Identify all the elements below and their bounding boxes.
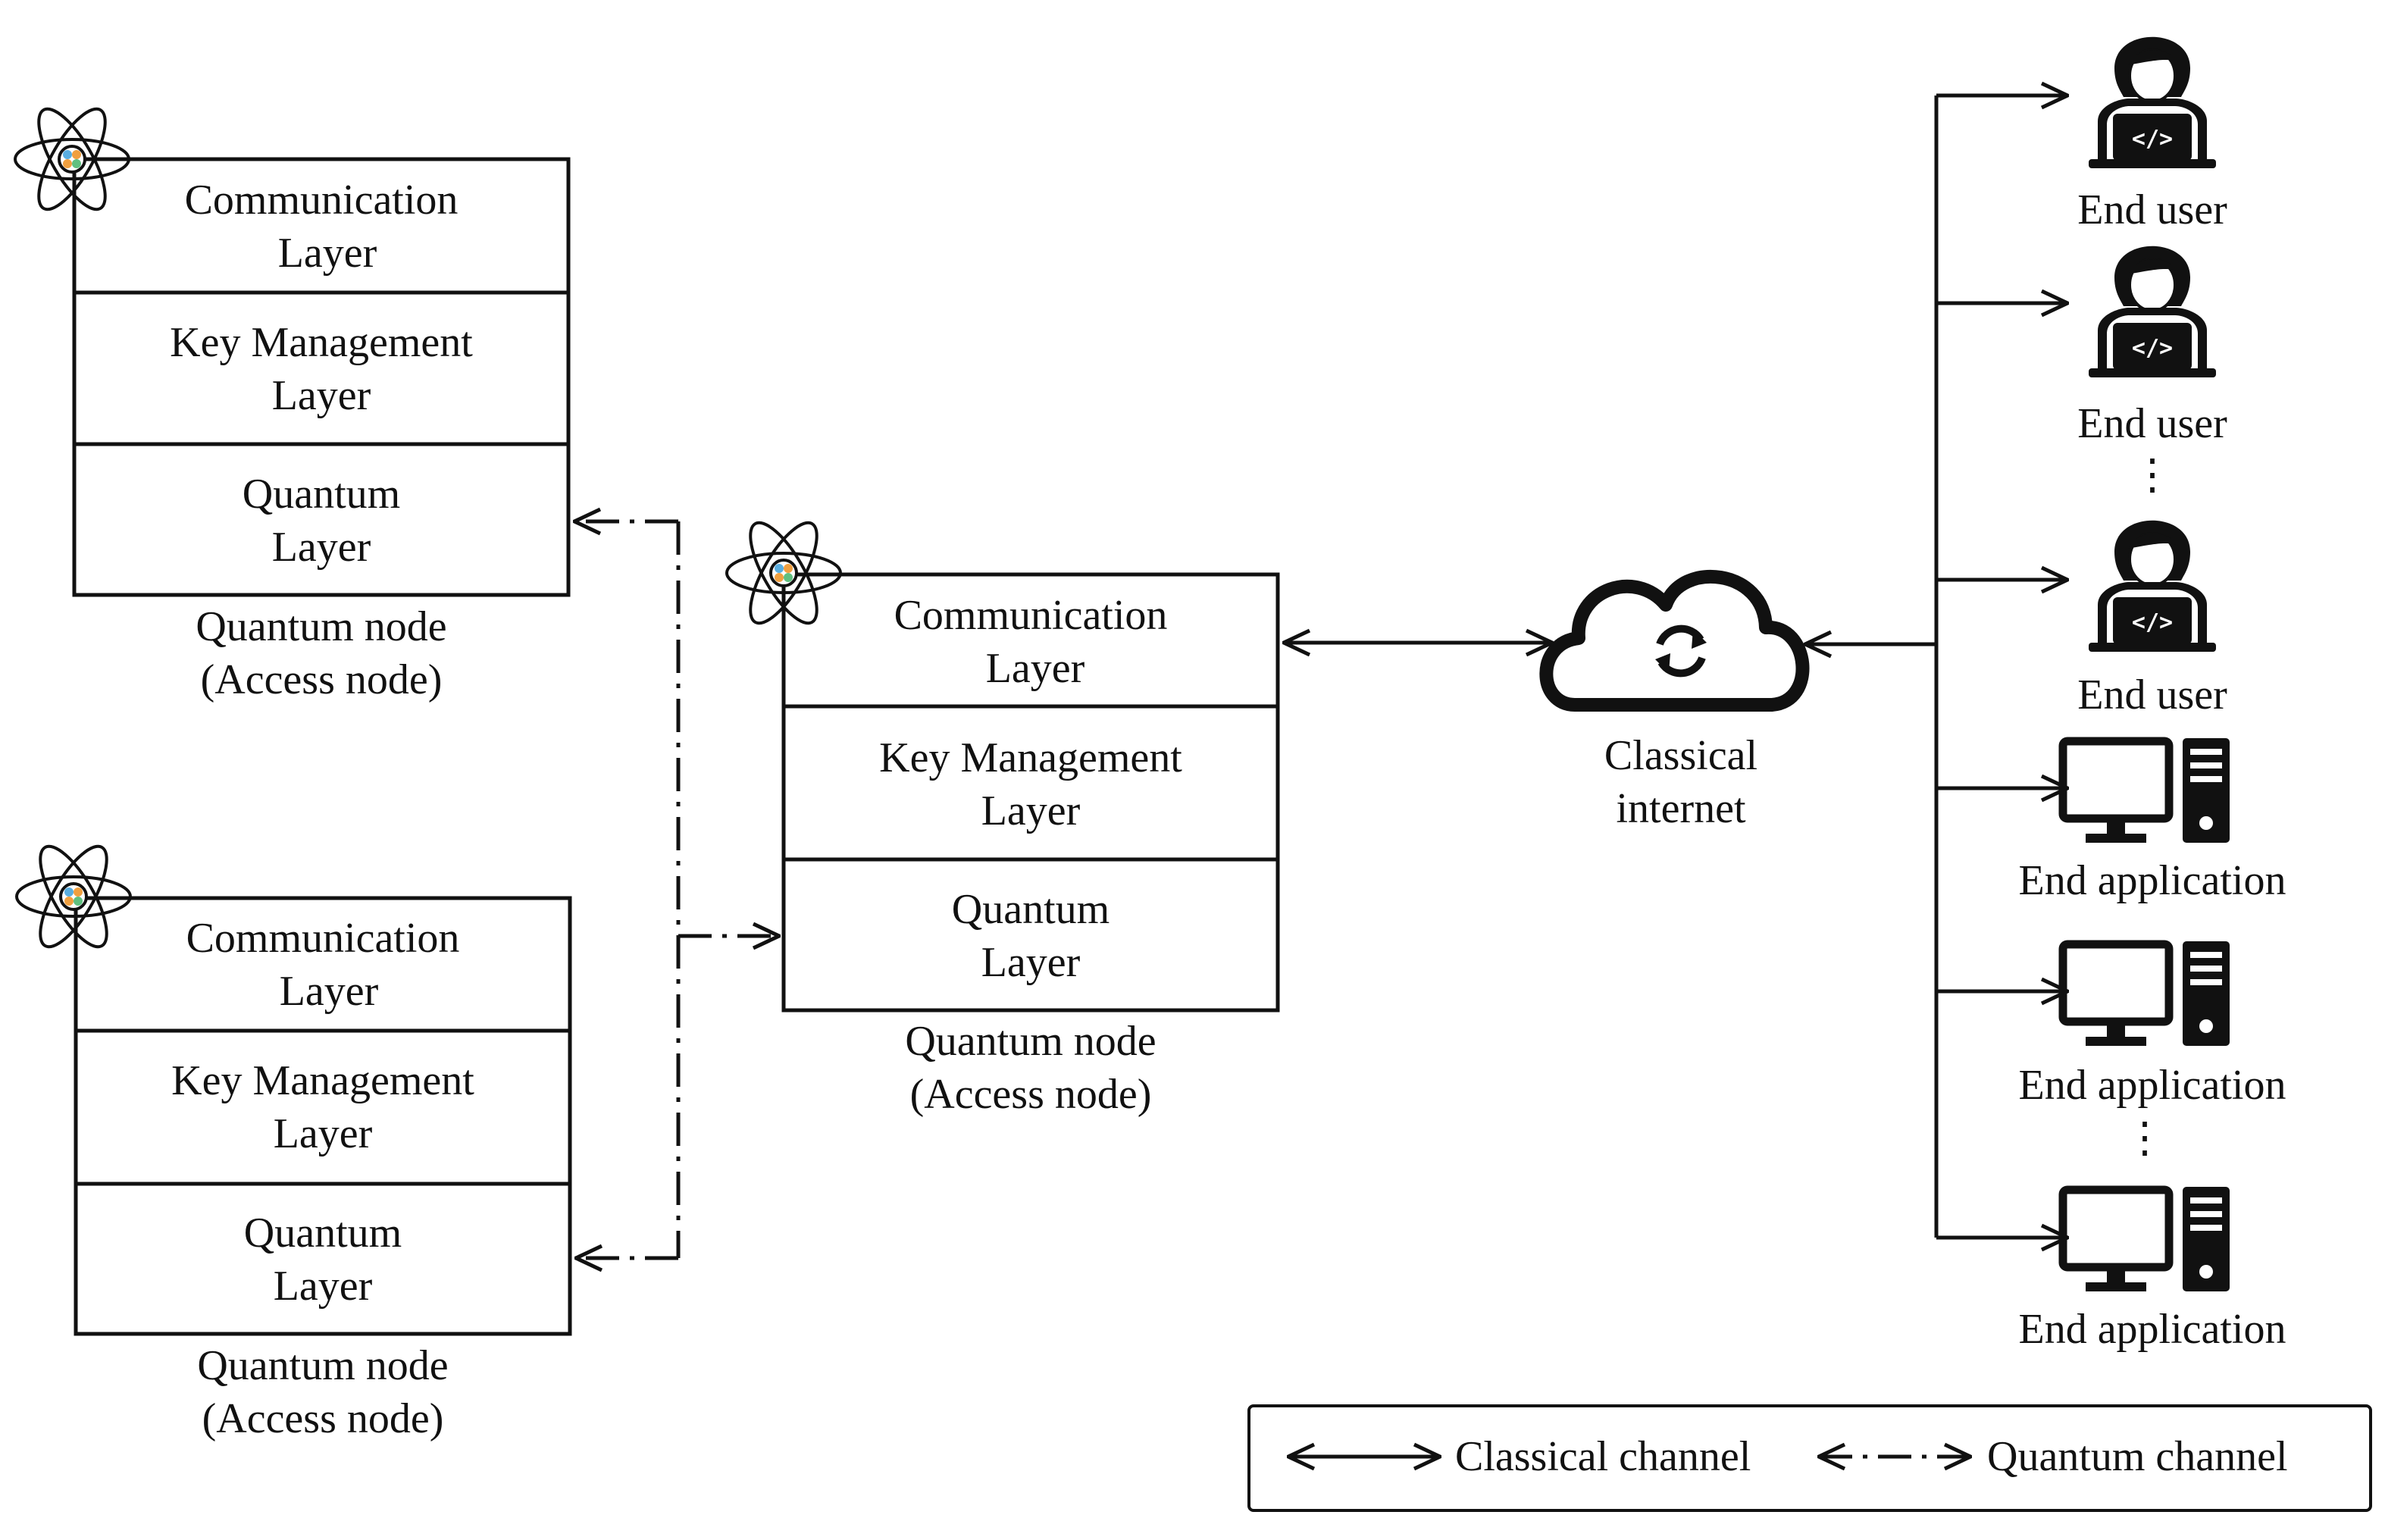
node-caption: Quantum node (Access node) xyxy=(905,1018,1156,1118)
quantum-node-top-left: Communication Layer Key Management Layer… xyxy=(14,99,571,703)
quantum-node-center: Communication Layer Key Management Layer… xyxy=(725,512,1280,1118)
cloud-label: internet xyxy=(1616,785,1745,832)
key-management-layer: Key Management Layer xyxy=(170,319,473,419)
end-user-3: End user xyxy=(2077,518,2227,718)
applications-ellipsis: ⋮ xyxy=(2124,1115,2166,1162)
svg-text:(Access node): (Access node) xyxy=(910,1071,1152,1118)
legend-box xyxy=(1247,1404,2372,1512)
node-frame xyxy=(781,572,1280,1013)
svg-text:Key Management: Key Management xyxy=(170,319,473,366)
svg-text:End application: End application xyxy=(2018,857,2286,904)
key-management-layer: Key Management Layer xyxy=(879,734,1182,834)
communication-layer: Communication Layer xyxy=(894,592,1168,692)
svg-text:Communication: Communication xyxy=(185,177,459,224)
developer-user-icon xyxy=(2087,35,2218,170)
key-management-layer: Key Management Layer xyxy=(171,1057,474,1157)
svg-text:Layer: Layer xyxy=(278,230,377,277)
developer-user-icon xyxy=(2087,518,2218,653)
quantum-channels xyxy=(574,521,779,1258)
svg-text:Quantum: Quantum xyxy=(243,471,400,518)
svg-text:Layer: Layer xyxy=(981,787,1081,834)
node-frame xyxy=(72,157,571,597)
quantum-layer: Quantum Layer xyxy=(244,1210,402,1310)
classical-internet: Classical internet xyxy=(1539,569,1810,832)
svg-text:Quantum: Quantum xyxy=(952,886,1110,933)
end-application-1: End application xyxy=(2018,738,2286,904)
svg-text:Quantum node: Quantum node xyxy=(197,1342,448,1389)
svg-text:End application: End application xyxy=(2018,1062,2286,1109)
quantum-node-bottom-left: Communication Layer Key Management Layer… xyxy=(15,836,572,1442)
quantum-layer: Quantum Layer xyxy=(243,471,400,571)
svg-text:End user: End user xyxy=(2077,186,2227,233)
svg-text:(Access node): (Access node) xyxy=(202,1395,444,1442)
end-user-1: End user xyxy=(2077,35,2227,233)
svg-text:Quantum node: Quantum node xyxy=(905,1018,1156,1065)
svg-text:End user: End user xyxy=(2077,671,2227,718)
svg-text:Layer: Layer xyxy=(274,1263,373,1310)
svg-text:Layer: Layer xyxy=(981,939,1081,986)
cloud-sync-icon xyxy=(1539,569,1810,712)
svg-text:Quantum: Quantum xyxy=(244,1210,402,1257)
classical-channel-branches xyxy=(1805,95,2067,1238)
svg-text:End application: End application xyxy=(2018,1306,2286,1353)
desktop-computer-icon xyxy=(2063,941,2230,1046)
svg-text:End user: End user xyxy=(2077,400,2227,447)
svg-text:Communication: Communication xyxy=(186,915,460,962)
node-frame xyxy=(74,896,572,1336)
desktop-computer-icon xyxy=(2063,738,2230,843)
svg-text:Layer: Layer xyxy=(272,372,371,419)
svg-text:Layer: Layer xyxy=(986,645,1085,692)
svg-text:Quantum node: Quantum node xyxy=(196,603,446,650)
communication-layer: Communication Layer xyxy=(185,177,459,277)
desktop-computer-icon xyxy=(2063,1187,2230,1291)
svg-text:Key Management: Key Management xyxy=(879,734,1182,781)
svg-text:Layer: Layer xyxy=(274,1110,373,1157)
svg-text:Layer: Layer xyxy=(272,524,371,571)
end-application-2: End application xyxy=(2018,941,2286,1109)
legend: Classical channel Quantum channel xyxy=(1247,1404,2372,1512)
legend-quantum-label: Quantum channel xyxy=(1987,1433,2288,1480)
svg-text:Layer: Layer xyxy=(280,968,379,1015)
users-ellipsis: ⋮ xyxy=(2131,452,2174,499)
cloud-label: Classical xyxy=(1604,732,1757,779)
svg-text:(Access node): (Access node) xyxy=(201,656,443,703)
quantum-layer: Quantum Layer xyxy=(952,886,1110,986)
svg-text:Communication: Communication xyxy=(894,592,1168,639)
communication-layer: Communication Layer xyxy=(186,915,460,1015)
svg-text:Key Management: Key Management xyxy=(171,1057,474,1104)
end-user-2: End user xyxy=(2077,244,2227,447)
node-caption: Quantum node (Access node) xyxy=(196,603,446,703)
legend-classical-label: Classical channel xyxy=(1455,1433,1751,1480)
developer-user-icon xyxy=(2087,244,2218,379)
end-application-3: End application xyxy=(2018,1187,2286,1353)
node-caption: Quantum node (Access node) xyxy=(197,1342,448,1442)
